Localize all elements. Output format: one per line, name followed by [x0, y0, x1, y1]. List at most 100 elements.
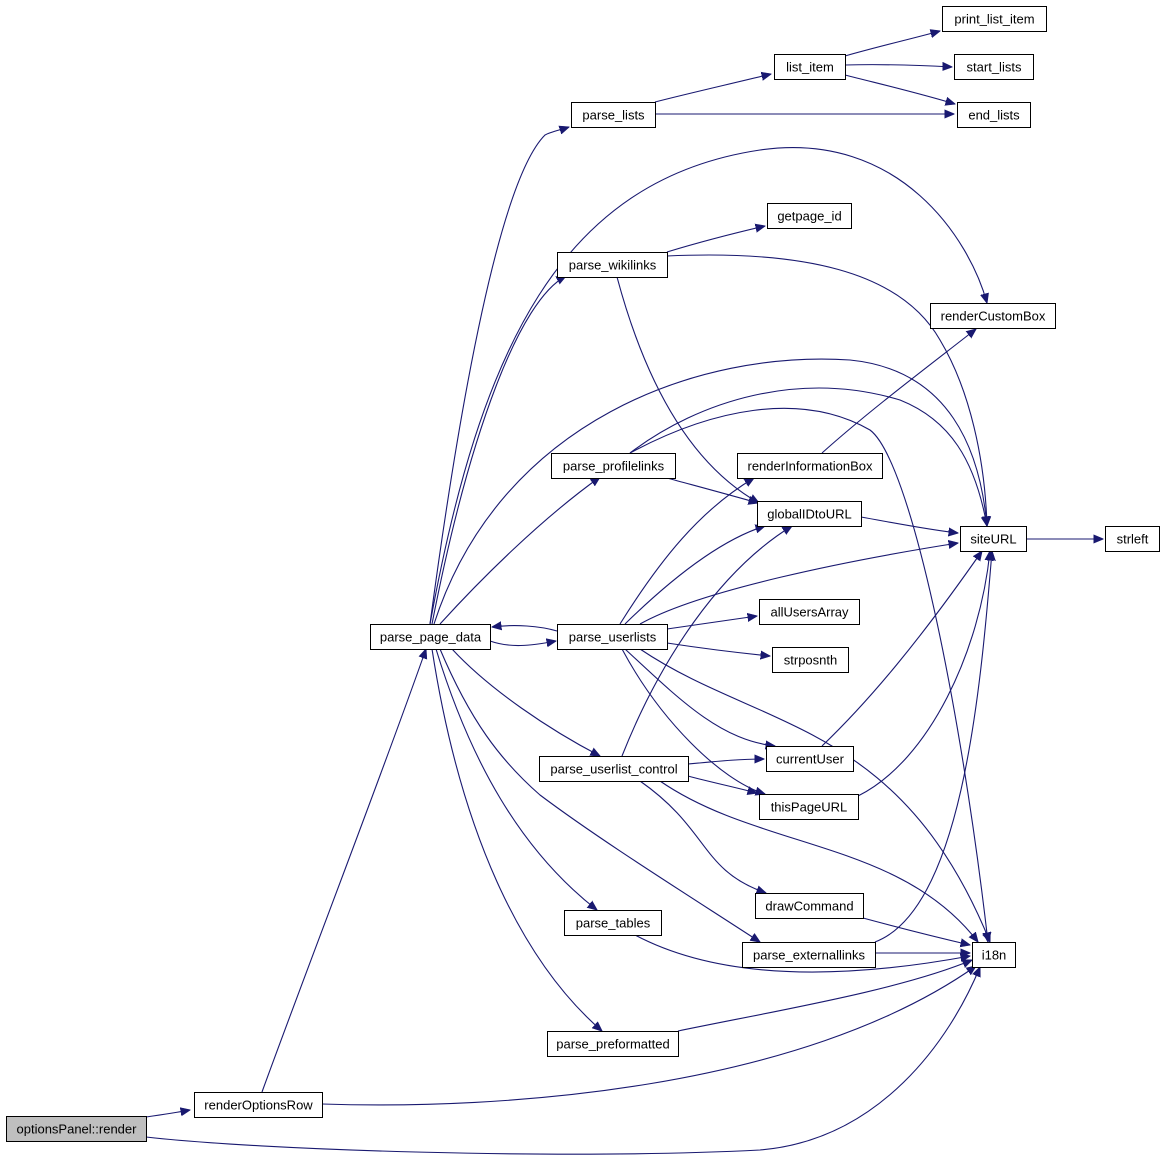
- node-label: strposnth: [784, 653, 837, 668]
- edge-parse_userlists-to-allUsersArray: [666, 616, 757, 630]
- node-box[interactable]: [766, 746, 854, 772]
- node-drawCommand[interactable]: drawCommand: [755, 893, 864, 919]
- node-label: siteURL: [970, 532, 1016, 547]
- node-label: parse_preformatted: [556, 1037, 669, 1052]
- node-renderInformationBox[interactable]: renderInformationBox: [737, 453, 883, 479]
- node-box[interactable]: [759, 794, 859, 820]
- node-box[interactable]: [547, 1031, 679, 1057]
- node-label: getpage_id: [777, 209, 841, 224]
- node-box[interactable]: [551, 453, 676, 479]
- edge-renderInformationBox-to-renderCustomBox: [821, 329, 976, 454]
- node-i18n[interactable]: i18n: [972, 942, 1016, 968]
- node-siteURL[interactable]: siteURL: [960, 526, 1027, 552]
- node-parse_lists[interactable]: parse_lists: [571, 102, 656, 128]
- edge-parse_userlist_control-to-globalIDtoURL: [621, 526, 792, 757]
- node-box[interactable]: [755, 893, 864, 919]
- edge-parse_page_data-to-siteURL: [433, 358, 987, 625]
- node-renderCustomBox[interactable]: renderCustomBox: [930, 303, 1056, 329]
- node-parse_tables[interactable]: parse_tables: [564, 910, 662, 936]
- node-box[interactable]: [564, 910, 662, 936]
- edge-parse_page_data-to-parse_userlist_control: [451, 648, 600, 756]
- edge-parse_userlist_control-to-thisPageURL: [687, 775, 757, 793]
- node-globalIDtoURL[interactable]: globalIDtoURL: [757, 501, 862, 527]
- node-label: parse_lists: [582, 108, 645, 123]
- edge-parse_lists-to-list_item: [654, 74, 771, 103]
- node-label: parse_wikilinks: [569, 258, 657, 273]
- node-label: allUsersArray: [770, 605, 849, 620]
- node-start_lists[interactable]: start_lists: [954, 54, 1034, 80]
- node-box[interactable]: [957, 102, 1031, 128]
- edge-currentUser-to-siteURL: [821, 551, 982, 747]
- node-parse_wikilinks[interactable]: parse_wikilinks: [557, 252, 668, 278]
- node-label: thisPageURL: [771, 800, 848, 815]
- node-label: optionsPanel::render: [17, 1122, 138, 1137]
- node-label: print_list_item: [954, 12, 1034, 27]
- node-renderOptionsRow[interactable]: renderOptionsRow: [194, 1092, 323, 1118]
- node-parse_userlists[interactable]: parse_userlists: [557, 624, 668, 650]
- edge-parse_page_data-to-parse_tables: [435, 648, 597, 910]
- node-parse_preformatted[interactable]: parse_preformatted: [547, 1031, 679, 1057]
- node-label: i18n: [982, 948, 1007, 963]
- edge-parse_page_data-to-parse_externallinks: [439, 648, 760, 942]
- node-box[interactable]: [571, 102, 656, 128]
- node-parse_profilelinks[interactable]: parse_profilelinks: [551, 453, 676, 479]
- node-box[interactable]: [370, 624, 491, 650]
- node-box[interactable]: [1105, 526, 1160, 552]
- node-box[interactable]: [954, 54, 1034, 80]
- node-box[interactable]: [742, 942, 876, 968]
- node-allUsersArray[interactable]: allUsersArray: [759, 599, 860, 625]
- node-box[interactable]: [772, 647, 849, 673]
- node-list_item[interactable]: list_item: [774, 54, 846, 80]
- node-box[interactable]: [960, 526, 1027, 552]
- edge-parse_profilelinks-to-globalIDtoURL: [666, 477, 758, 503]
- node-parse_page_data[interactable]: parse_page_data: [370, 624, 491, 650]
- node-box[interactable]: [557, 252, 668, 278]
- edge-parse_userlists-to-parse_page_data: [492, 626, 558, 632]
- node-end_lists[interactable]: end_lists: [957, 102, 1031, 128]
- node-box[interactable]: [757, 501, 862, 527]
- node-optionsPanel_render[interactable]: optionsPanel::render: [6, 1116, 147, 1142]
- node-label: parse_userlists: [569, 630, 657, 645]
- edge-renderOptionsRow-to-i18n: [321, 966, 976, 1106]
- node-parse_userlist_control[interactable]: parse_userlist_control: [539, 756, 689, 782]
- node-box[interactable]: [930, 303, 1056, 329]
- edge-optionsPanel_render-to-renderOptionsRow: [145, 1110, 190, 1118]
- node-label: parse_externallinks: [753, 948, 866, 963]
- node-box[interactable]: [539, 756, 689, 782]
- node-label: drawCommand: [765, 899, 853, 914]
- nodes-layer: optionsPanel::render renderOptionsRow pars…: [6, 6, 1160, 1142]
- node-box[interactable]: [759, 599, 860, 625]
- edge-parse_page_data-to-parse_wikilinks: [431, 276, 566, 625]
- edge-parse_wikilinks-to-siteURL: [666, 254, 987, 526]
- edge-parse_userlists-to-siteURL: [639, 543, 958, 625]
- edges-layer: [145, 31, 1103, 1155]
- node-currentUser[interactable]: currentUser: [766, 746, 854, 772]
- node-box[interactable]: [774, 54, 846, 80]
- edge-parse_userlists-to-currentUser: [624, 648, 775, 746]
- node-box[interactable]: [6, 1116, 147, 1142]
- node-strposnth[interactable]: strposnth: [772, 647, 849, 673]
- node-strleft[interactable]: strleft: [1105, 526, 1160, 552]
- node-box[interactable]: [767, 203, 852, 229]
- node-box[interactable]: [557, 624, 668, 650]
- node-box[interactable]: [194, 1092, 323, 1118]
- node-label: globalIDtoURL: [767, 507, 852, 522]
- node-label: renderCustomBox: [941, 309, 1046, 324]
- edge-parse_userlists-to-renderInformationBox: [619, 478, 754, 625]
- edge-optionsPanel_render-to-i18n: [145, 967, 980, 1155]
- node-thisPageURL[interactable]: thisPageURL: [759, 794, 859, 820]
- node-label: currentUser: [776, 752, 845, 767]
- node-getpage_id[interactable]: getpage_id: [767, 203, 852, 229]
- node-print_list_item[interactable]: print_list_item: [942, 6, 1047, 32]
- node-box[interactable]: [972, 942, 1016, 968]
- edge-parse_userlist_control-to-i18n: [659, 780, 978, 942]
- node-parse_externallinks[interactable]: parse_externallinks: [742, 942, 876, 968]
- edge-globalIDtoURL-to-siteURL: [860, 516, 958, 533]
- node-box[interactable]: [942, 6, 1047, 32]
- edge-list_item-to-end_lists: [844, 74, 955, 104]
- edge-parse_page_data-to-renderCustomBox: [429, 147, 987, 625]
- node-box[interactable]: [737, 453, 883, 479]
- edge-parse_userlists-to-globalIDtoURL: [624, 526, 765, 625]
- edge-parse_profilelinks-to-i18n: [629, 407, 988, 942]
